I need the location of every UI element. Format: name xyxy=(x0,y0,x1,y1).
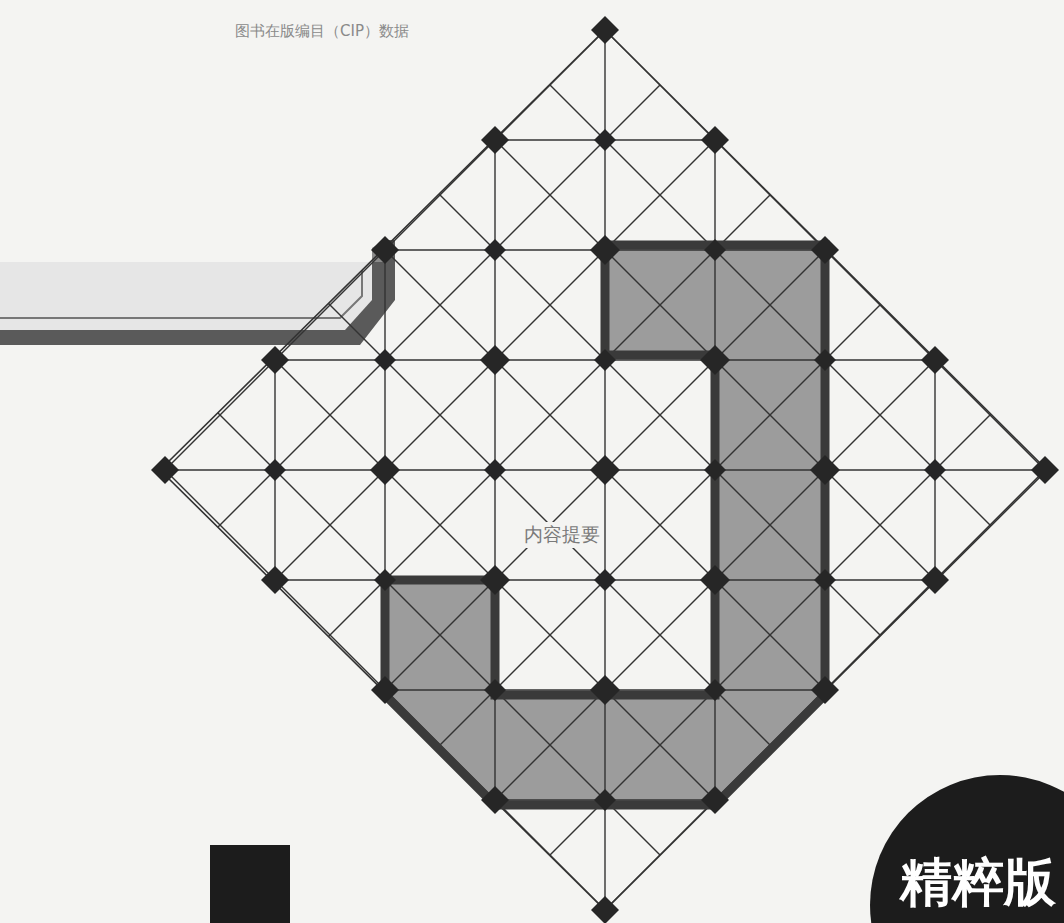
grid-line xyxy=(0,0,795,923)
diamond-marker xyxy=(374,349,396,371)
diamond-marker xyxy=(480,345,510,375)
diamond-marker xyxy=(921,566,949,594)
grid-line xyxy=(855,0,1064,923)
diamond-marker xyxy=(484,239,506,261)
diamond-marker xyxy=(700,565,730,595)
diamond-marker xyxy=(704,679,726,701)
diamond-marker xyxy=(590,235,620,265)
diamond-marker xyxy=(371,236,399,264)
edition-seal-text: 精粹版 xyxy=(900,848,1056,918)
diamond-marker xyxy=(261,566,289,594)
diamond-marker xyxy=(810,455,840,485)
grid-line xyxy=(0,0,405,923)
grid-line xyxy=(0,0,625,923)
diamond-marker xyxy=(704,459,726,481)
grid-line xyxy=(305,0,1064,923)
diamond-marker xyxy=(591,16,619,44)
diamond-marker xyxy=(921,346,949,374)
grid-line xyxy=(0,29,1064,30)
diamond-marker xyxy=(704,239,726,261)
diamond-marker xyxy=(591,896,619,923)
grid-line xyxy=(475,0,1064,923)
grid-line xyxy=(0,689,1064,690)
grid-line xyxy=(0,0,905,923)
diamond-marker xyxy=(701,126,729,154)
grid-line xyxy=(85,0,1064,923)
board-outline xyxy=(160,30,1047,910)
diamond-marker xyxy=(374,569,396,591)
grid-line xyxy=(0,0,735,923)
grid-line xyxy=(0,249,1064,250)
diamond-marker xyxy=(811,236,839,264)
grid-line xyxy=(0,579,1064,580)
diamond-marker xyxy=(590,455,620,485)
grid-line xyxy=(0,0,295,923)
black-block xyxy=(210,845,290,923)
diamond-marker xyxy=(264,459,286,481)
diamond-marker xyxy=(814,349,836,371)
diamond-marker xyxy=(594,349,616,371)
diamond-marker xyxy=(484,679,506,701)
grid-line xyxy=(0,0,465,923)
grid-line xyxy=(0,0,515,923)
seal-circle xyxy=(870,775,1064,923)
grid-line xyxy=(585,0,1064,923)
section-heading: 内容提要 xyxy=(520,522,604,548)
grid-line xyxy=(805,0,1064,923)
grid-line xyxy=(0,139,1064,140)
diamond-marker xyxy=(371,676,399,704)
book-shape xyxy=(0,240,395,345)
diamond-marker xyxy=(590,675,620,705)
grid-line xyxy=(0,0,845,923)
grid-line xyxy=(0,0,955,923)
diamond-marker xyxy=(814,569,836,591)
diamond-marker xyxy=(700,345,730,375)
diamond-marker xyxy=(924,459,946,481)
grid-line xyxy=(695,0,1064,923)
diamond-marker xyxy=(481,786,509,814)
grid-line xyxy=(0,799,1064,800)
diamond-marker xyxy=(261,346,289,374)
grid-line xyxy=(0,0,575,923)
grid-line xyxy=(525,0,1064,923)
diamond-marker xyxy=(811,676,839,704)
diamond-marker xyxy=(701,786,729,814)
diamond-marker xyxy=(484,459,506,481)
grid-line xyxy=(195,0,1064,923)
board-markers xyxy=(151,16,1059,923)
grid-line xyxy=(35,0,1064,923)
diamond-marker xyxy=(1031,456,1059,484)
region-outline xyxy=(385,245,825,805)
grid-line xyxy=(0,0,1015,923)
diamond-marker xyxy=(594,789,616,811)
grid-line xyxy=(0,0,685,923)
grid-line xyxy=(0,0,355,923)
diamond-marker xyxy=(594,569,616,591)
grid-line xyxy=(745,0,1064,923)
diamond-marker xyxy=(481,126,509,154)
diamond-marker xyxy=(370,455,400,485)
grid-line xyxy=(0,359,1064,360)
diamond-marker xyxy=(594,129,616,151)
cip-heading: 图书在版编目（CIP）数据 xyxy=(232,22,412,41)
diamond-marker xyxy=(480,565,510,595)
grid-line xyxy=(635,0,1064,923)
grid-line xyxy=(365,0,1064,923)
diamond-marker xyxy=(151,456,179,484)
